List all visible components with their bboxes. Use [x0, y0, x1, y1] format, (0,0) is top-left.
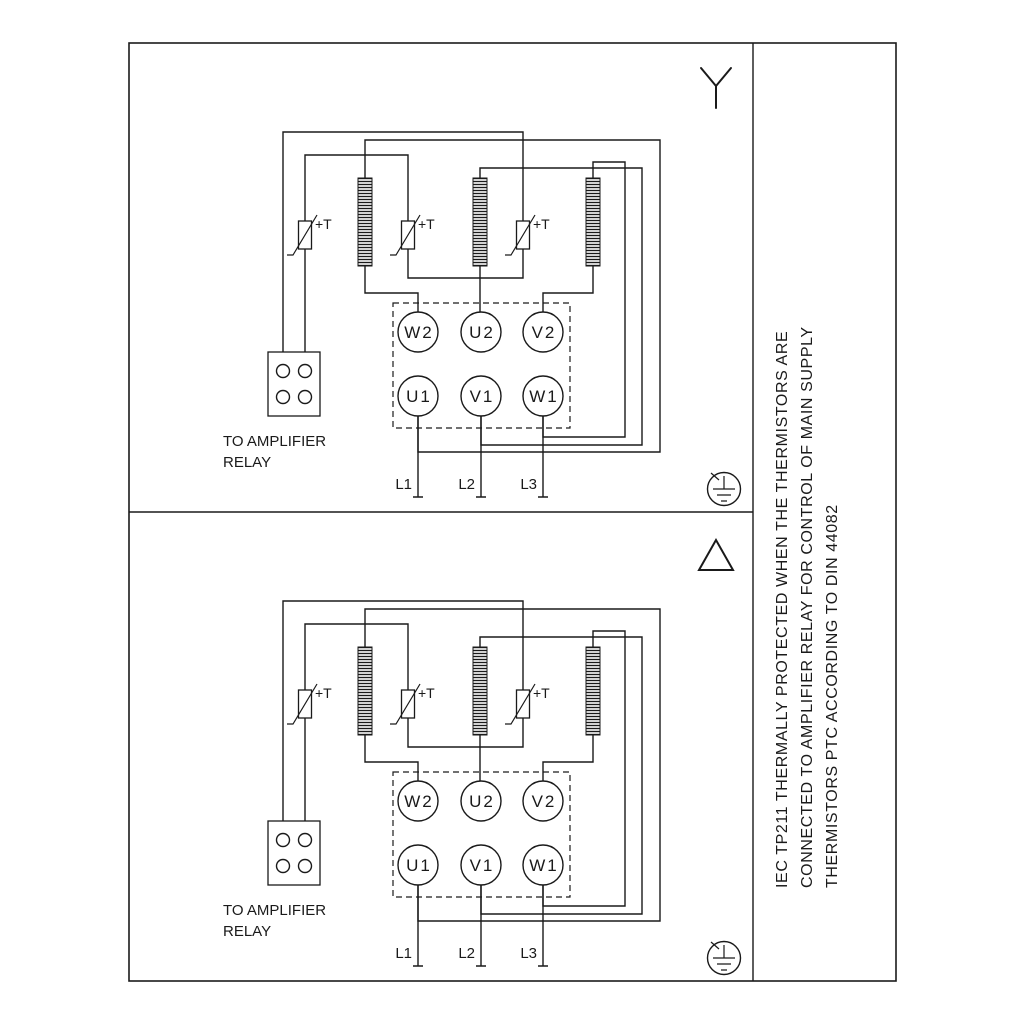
- wire: [407, 249, 524, 279]
- side-note-line-1: IEC TP211 THERMALLY PROTECTED WHEN THE T…: [774, 331, 791, 888]
- supply-line-l2: [476, 885, 486, 967]
- thermistor-label: +T: [418, 685, 435, 701]
- terminal-label: U1: [406, 856, 432, 875]
- amplifier-relay-connector: [267, 351, 321, 417]
- terminal-label: W2: [404, 792, 434, 811]
- wire: [304, 623, 409, 690]
- relay-pin: [275, 363, 291, 379]
- thermistor-label: +T: [533, 216, 550, 232]
- terminal-w2: W2: [397, 780, 439, 822]
- side-note-line-3: THERMISTORS PTC ACCORDING TO DIN 44082: [824, 504, 841, 888]
- terminal-box: [392, 302, 571, 429]
- relay-label-line2: RELAY: [223, 454, 271, 471]
- supply-label-l1: L1: [395, 945, 412, 962]
- side-note: IEC TP211 THERMALLY PROTECTED WHEN THE T…: [774, 326, 841, 888]
- star-connection-icon: [700, 67, 732, 109]
- panel-delta: L1 L2 L3 +T +T +T W2 U2: [223, 537, 742, 976]
- supply-label-l1: L1: [395, 476, 412, 493]
- terminal-label: W2: [404, 323, 434, 342]
- side-note-line-2: CONNECTED TO AMPLIFIER RELAY FOR CONTROL…: [799, 326, 816, 888]
- relay-label-line1: TO AMPLIFIER: [223, 902, 326, 919]
- thermistor-symbol: +T: [390, 214, 435, 256]
- delta-connection-icon: [697, 537, 735, 571]
- motor-winding: [585, 177, 601, 267]
- relay-pin: [275, 389, 291, 405]
- motor-winding: [357, 646, 373, 736]
- supply-line-l3: [538, 416, 548, 498]
- terminal-u2: U2: [460, 780, 502, 822]
- terminal-u1: U1: [397, 375, 439, 417]
- thermistor-label: +T: [533, 685, 550, 701]
- wire: [282, 600, 524, 821]
- relay-label-line1: TO AMPLIFIER: [223, 433, 326, 450]
- terminal-label: V1: [470, 387, 495, 406]
- panel-star: L1 L2 L3 +T +T +T W2 U2: [223, 67, 742, 507]
- terminal-label: W1: [529, 856, 559, 875]
- amplifier-relay-connector: [267, 820, 321, 886]
- thermistor-label: +T: [315, 216, 332, 232]
- relay-pin: [297, 363, 313, 379]
- terminal-box: [392, 771, 571, 898]
- wire: [282, 131, 524, 352]
- terminal-label: U2: [469, 323, 495, 342]
- terminal-label: V2: [532, 792, 557, 811]
- earth-ground-icon: [706, 471, 742, 507]
- relay-pin: [275, 832, 291, 848]
- terminal-label: U2: [469, 792, 495, 811]
- relay-pin: [297, 389, 313, 405]
- wire: [407, 718, 524, 748]
- motor-winding: [472, 177, 488, 267]
- motor-winding: [357, 177, 373, 267]
- relay-label-line2: RELAY: [223, 923, 271, 940]
- supply-label-l3: L3: [520, 476, 537, 493]
- thermistor-label: +T: [315, 685, 332, 701]
- thermistor-symbol: +T: [390, 683, 435, 725]
- thermistor-symbol: +T: [287, 214, 332, 256]
- motor-winding: [472, 646, 488, 736]
- supply-label-l3: L3: [520, 945, 537, 962]
- terminal-w2: W2: [397, 311, 439, 353]
- terminal-v1: V1: [460, 375, 502, 417]
- motor-winding: [585, 646, 601, 736]
- relay-pin: [297, 858, 313, 874]
- supply-line-l2: [476, 416, 486, 498]
- terminal-label: V2: [532, 323, 557, 342]
- relay-pin: [275, 858, 291, 874]
- terminal-v2: V2: [522, 780, 564, 822]
- terminal-u1: U1: [397, 844, 439, 886]
- terminal-v2: V2: [522, 311, 564, 353]
- earth-ground-icon: [706, 940, 742, 976]
- thermistor-symbol: +T: [287, 683, 332, 725]
- supply-line-l1: [413, 885, 423, 967]
- thermistor-label: +T: [418, 216, 435, 232]
- terminal-u2: U2: [460, 311, 502, 353]
- terminal-label: W1: [529, 387, 559, 406]
- thermistor-symbol: +T: [505, 683, 550, 725]
- supply-label-l2: L2: [458, 476, 475, 493]
- terminal-w1: W1: [522, 844, 564, 886]
- supply-line-l3: [538, 885, 548, 967]
- relay-pin: [297, 832, 313, 848]
- terminal-w1: W1: [522, 375, 564, 417]
- terminal-label: U1: [406, 387, 432, 406]
- terminal-label: V1: [470, 856, 495, 875]
- supply-label-l2: L2: [458, 945, 475, 962]
- terminal-v1: V1: [460, 844, 502, 886]
- supply-line-l1: [413, 416, 423, 498]
- wire: [304, 154, 409, 221]
- thermistor-symbol: +T: [505, 214, 550, 256]
